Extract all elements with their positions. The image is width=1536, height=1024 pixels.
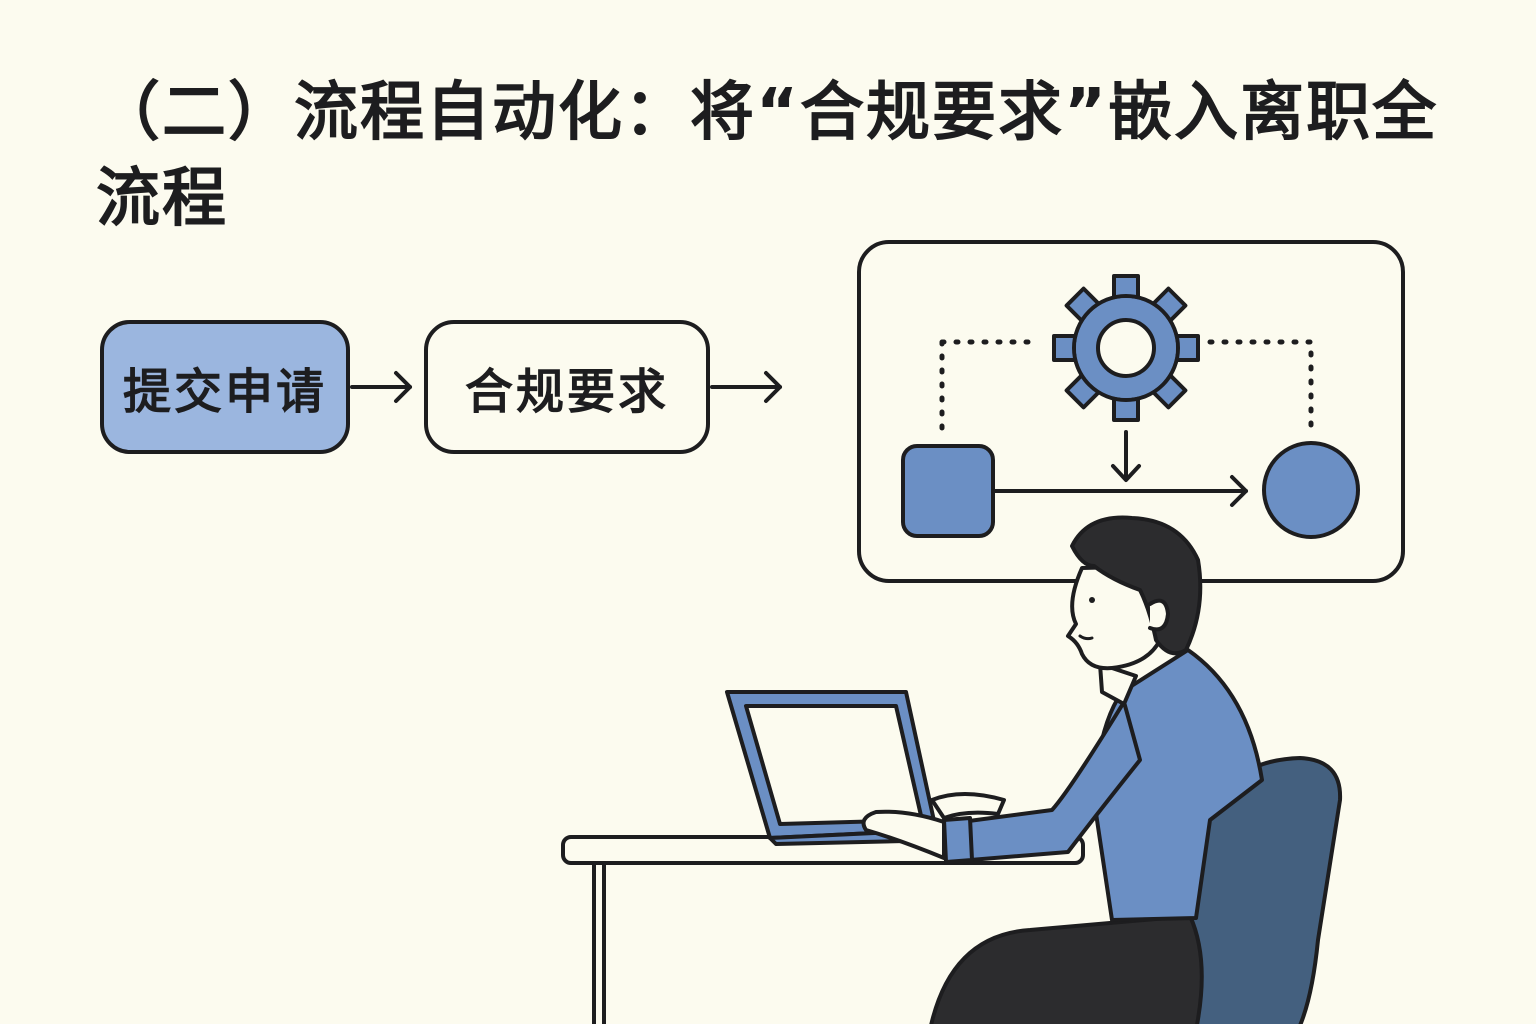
flow-step-compliance: 合规要求 — [424, 320, 710, 454]
flow-step-label: 提交申请 — [122, 364, 327, 420]
laptop — [725, 690, 950, 846]
person — [861, 515, 1264, 1024]
person-mouth — [1078, 634, 1094, 641]
flow-step-submit: 提交申请 — [100, 320, 350, 454]
automation-panel — [857, 240, 1405, 583]
arrow-right-icon — [710, 371, 782, 403]
page-title: （二）流程自动化：将“合规要求”嵌入离职全流程 — [96, 76, 1439, 236]
square-node-icon — [901, 444, 995, 538]
person-eye — [1089, 597, 1095, 603]
gear-icon — [1052, 274, 1200, 422]
flow-step-label: 合规要求 — [464, 364, 669, 420]
circle-node-icon — [1262, 441, 1360, 539]
arrow-right-icon — [350, 371, 412, 403]
